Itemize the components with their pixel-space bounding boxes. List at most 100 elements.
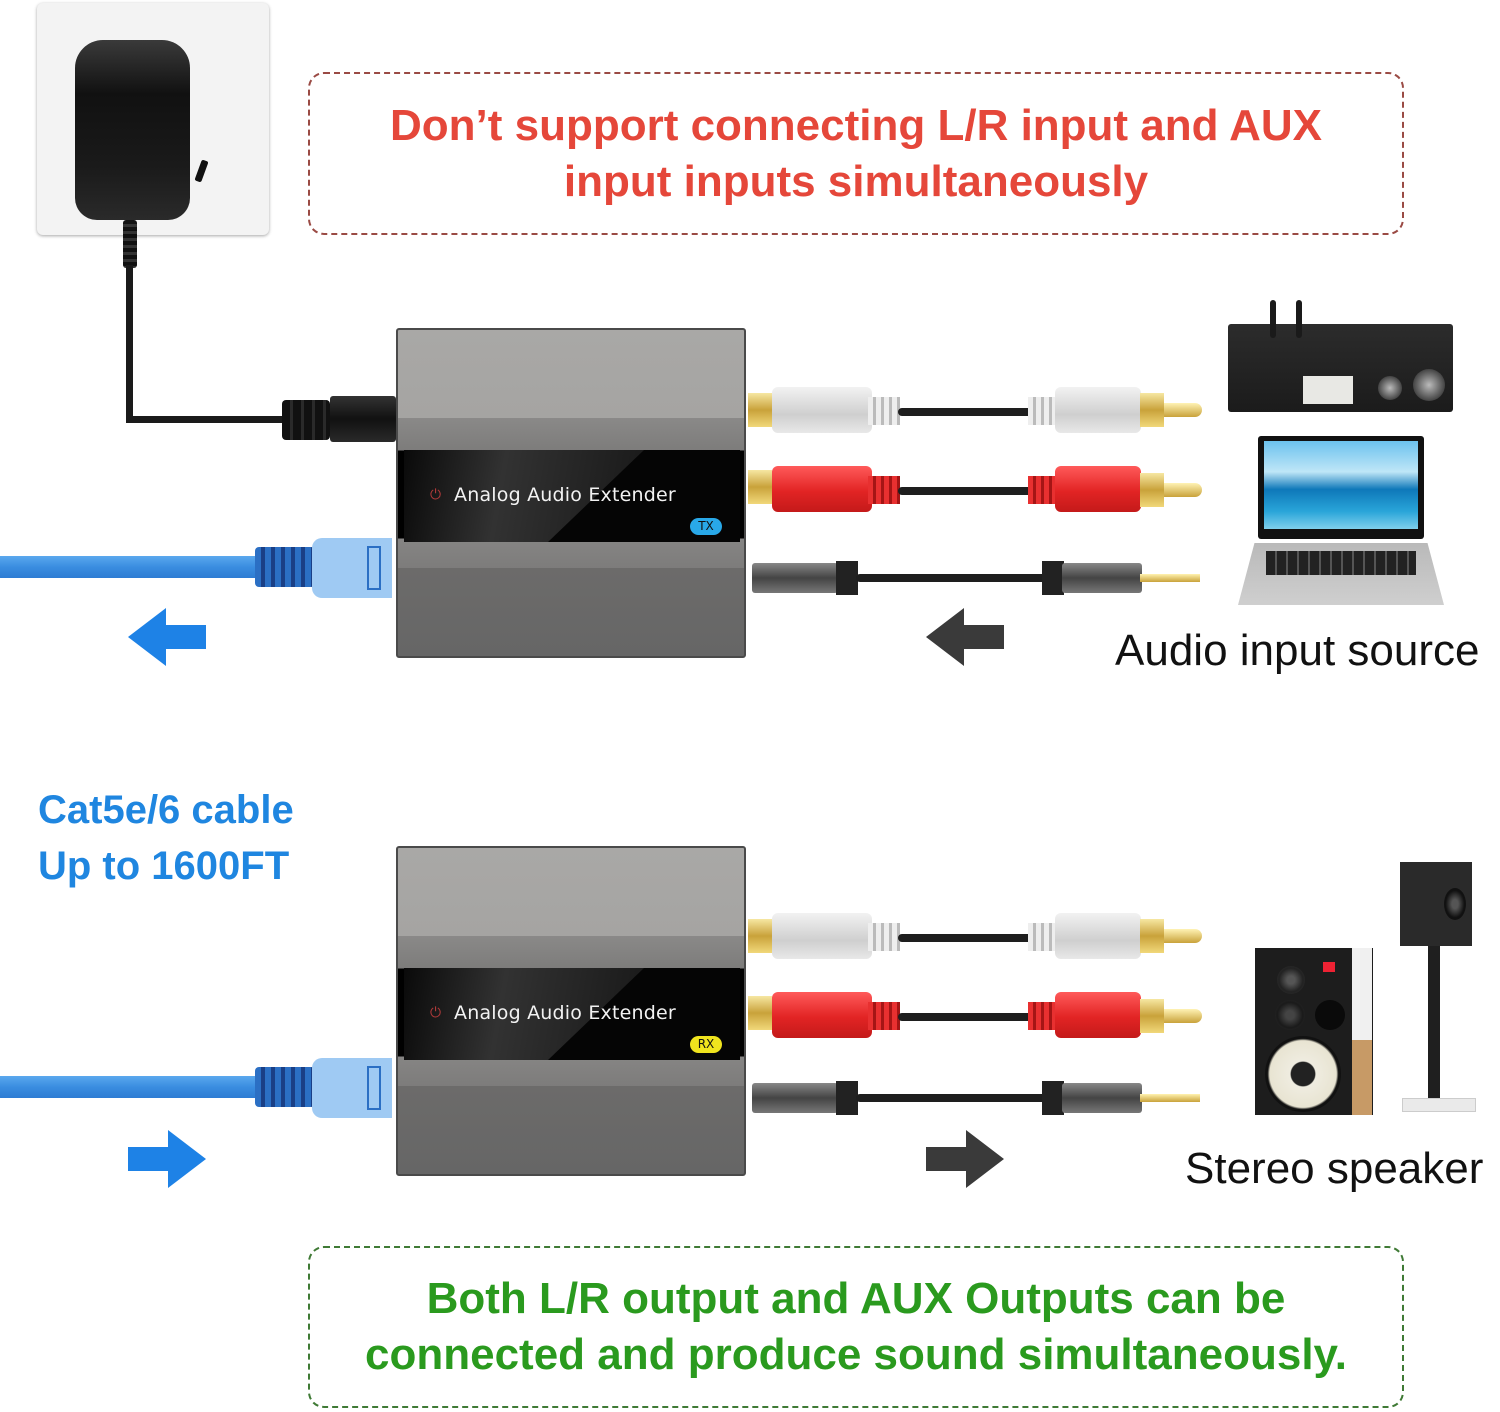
rca-collar-white-rx [1140, 919, 1164, 953]
receiver-knob-large [1413, 369, 1445, 401]
warning-note-line2: input inputs simultaneously [563, 156, 1149, 206]
aux-collar-tx-right [1042, 561, 1064, 595]
rca-collar-white-tx [1140, 393, 1164, 427]
rca-strain-red-rx-right [1028, 1002, 1058, 1030]
av-receiver-icon [1228, 300, 1453, 412]
power-icon: ⏻ [430, 1004, 442, 1020]
aux-plug-tx-right [1062, 563, 1142, 593]
aux-wire-tx [856, 574, 1046, 582]
info-note-line1: Both L/R output and AUX Outputs can be [426, 1274, 1286, 1323]
aux-wire-rx [856, 1094, 1046, 1102]
aux-collar-rx-left [836, 1081, 858, 1115]
power-cable-horizontal [126, 416, 286, 423]
cable-type: Cat5e/6 cable [38, 788, 294, 832]
rca-wire-red-tx [898, 487, 1032, 495]
dc-plug [282, 400, 330, 440]
aux-plug-rx-left [752, 1083, 838, 1113]
laptop-icon [1258, 436, 1424, 539]
rca-strain-red-tx-left [868, 476, 900, 504]
power-adapter-icon [75, 40, 190, 220]
rca-socket-white-tx [748, 393, 772, 427]
rca-socket-red-rx [748, 996, 772, 1030]
laptop-keys [1266, 551, 1416, 575]
warning-note-line1: Don’t support connecting L/R input and A… [389, 100, 1323, 150]
antenna [1296, 300, 1302, 338]
port [1315, 1000, 1345, 1030]
ethernet-plug-rx [312, 1058, 392, 1118]
rca-collar-red-rx [1140, 999, 1164, 1033]
receiver-device: ⏻ Analog Audio Extender RX [396, 846, 746, 1176]
transmitter-title: Analog Audio Extender [454, 484, 676, 506]
midrange [1275, 1000, 1305, 1030]
input-source-label: Audio input source [1115, 626, 1480, 675]
rca-socket-white-rx [748, 919, 772, 953]
cable-distance: Up to 1600FT [38, 844, 290, 888]
arrow-right-dark-icon [926, 1130, 1004, 1188]
aux-collar-tx-left [836, 561, 858, 595]
rca-strain-white-tx-left [868, 397, 900, 425]
rca-plug-red-tx-left [772, 466, 872, 512]
tweeter [1277, 966, 1305, 994]
transmitter-device: ⏻ Analog Audio Extender TX [396, 328, 746, 658]
rca-socket-red-tx [748, 470, 772, 504]
rca-wire-white-tx [898, 408, 1032, 416]
rca-plug-white-rx-right [1055, 913, 1141, 959]
arrow-left-blue-icon [128, 608, 206, 666]
ethernet-boot-rx [255, 1067, 315, 1107]
rca-pin-red-rx [1164, 1009, 1202, 1023]
cable-spec-label: Cat5e/6 cable Up to 1600FT [38, 782, 294, 894]
warning-note: Don’t support connecting L/R input and A… [308, 72, 1404, 235]
rx-badge: RX [690, 1036, 722, 1053]
laptop-wallpaper [1264, 441, 1418, 529]
aux-collar-rx-right [1042, 1081, 1064, 1115]
antenna [1270, 300, 1276, 338]
speaker-cabinet-side [1352, 948, 1372, 1115]
bookshelf-driver [1444, 888, 1466, 920]
output-device-label: Stereo speaker [1185, 1144, 1484, 1193]
rca-plug-white-tx-right [1055, 387, 1141, 433]
rca-pin-white-tx [1164, 403, 1202, 417]
rca-plug-white-tx-left [772, 387, 872, 433]
info-note-line2: connected and produce sound simultaneous… [365, 1330, 1347, 1379]
info-note: Both L/R output and AUX Outputs can be c… [308, 1246, 1404, 1408]
receiver-knob-small [1378, 376, 1402, 400]
ethernet-plug-tx [312, 538, 392, 598]
rca-strain-red-tx-right [1028, 476, 1058, 504]
rca-strain-white-tx-right [1028, 397, 1058, 425]
receiver-front-panel: ⏻ Analog Audio Extender RX [404, 968, 740, 1060]
ethernet-cable-tx [0, 556, 260, 578]
rca-wire-white-rx [898, 934, 1032, 942]
power-cable [123, 220, 137, 268]
rca-pin-white-rx [1164, 929, 1202, 943]
jbl-logo [1323, 962, 1335, 972]
tx-badge: TX [690, 518, 722, 535]
aux-plug-tx-left [752, 563, 838, 593]
dc-plug-body [330, 396, 396, 442]
rca-plug-red-rx-left [772, 992, 872, 1038]
ethernet-clip [367, 546, 381, 590]
rca-strain-white-rx-right [1028, 923, 1058, 951]
aux-tip-tx [1140, 574, 1200, 582]
aux-tip-rx [1140, 1094, 1200, 1102]
rca-wire-red-rx [898, 1013, 1032, 1021]
rca-plug-red-tx-right [1055, 466, 1141, 512]
rca-strain-white-rx-left [868, 923, 900, 951]
receiver-display [1303, 376, 1353, 404]
rca-plug-white-rx-left [772, 913, 872, 959]
aux-plug-rx-right [1062, 1083, 1142, 1113]
power-icon: ⏻ [430, 486, 442, 502]
ethernet-cable-rx [0, 1076, 260, 1098]
speaker-stand [1428, 946, 1440, 1101]
speaker-stand-base [1402, 1098, 1476, 1112]
laptop-keyboard-base [1238, 543, 1444, 605]
rca-plug-red-rx-right [1055, 992, 1141, 1038]
receiver-title: Analog Audio Extender [454, 1002, 676, 1024]
arrow-left-dark-icon [926, 608, 1004, 666]
woofer-cone [1265, 1036, 1341, 1112]
arrow-right-blue-icon [128, 1130, 206, 1188]
power-cable-vertical [126, 265, 133, 423]
rca-collar-red-tx [1140, 473, 1164, 507]
transmitter-front-panel: ⏻ Analog Audio Extender TX [404, 450, 740, 542]
bookshelf-speaker-icon [1400, 862, 1472, 946]
ethernet-boot-tx [255, 547, 315, 587]
